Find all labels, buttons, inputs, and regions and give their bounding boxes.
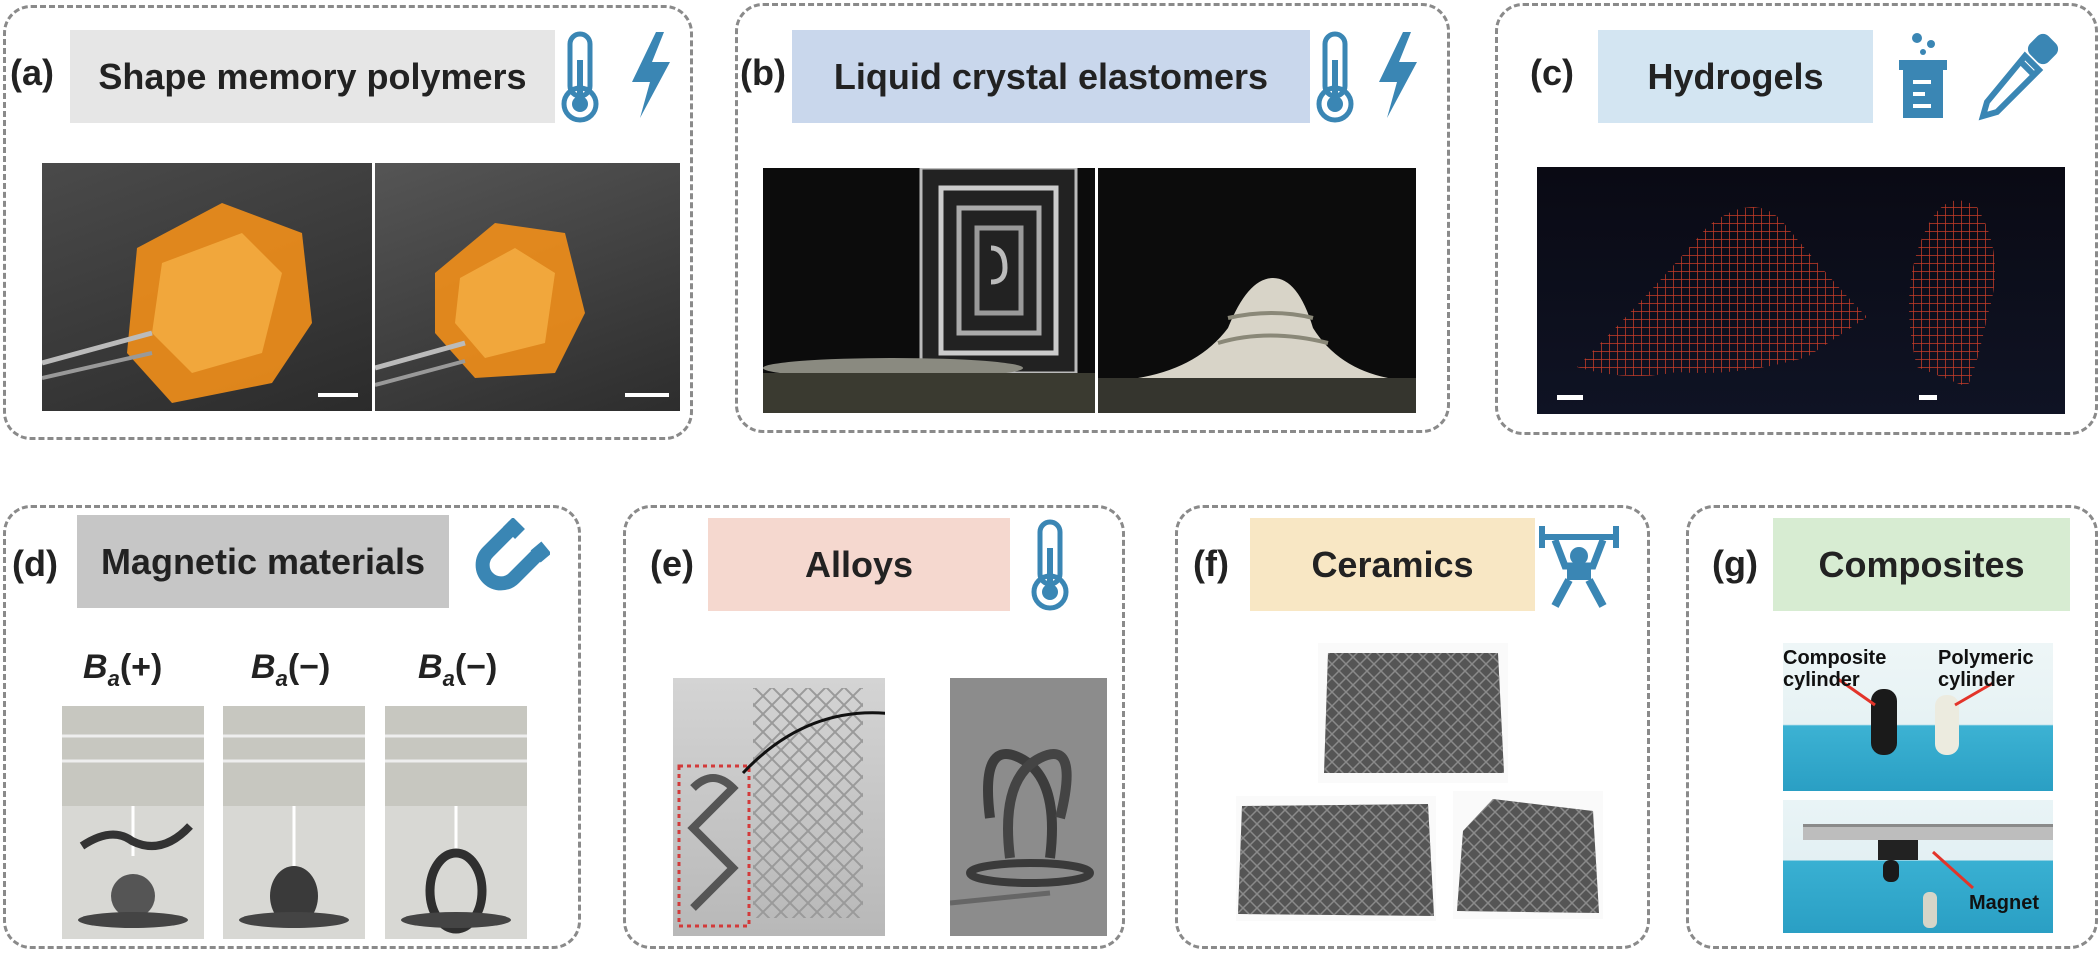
panel-composites [1686,505,2098,949]
panel-label-b: (b) [740,52,786,93]
photo-ceramic-3 [1453,791,1603,919]
dropper-icon [1978,33,2059,121]
title-magnetic-materials: Magnetic materials [77,515,449,608]
thermometer-icon [561,31,599,123]
title-composites: Composites [1773,518,2070,611]
lightning-icon [632,32,670,118]
photo-ceramic-2 [1236,796,1436,921]
panel-magnetic-materials [3,505,581,949]
panel-label-f: (f) [1193,543,1229,584]
magnet-icon [475,518,550,591]
photo-magnetic-3 [385,706,527,939]
annotation-composite-cylinder: Composite cylinder [1783,647,1887,691]
annotation-magnet: Magnet [1969,892,2039,914]
panel-label-g: (g) [1712,543,1758,584]
panel-label-c: (c) [1530,52,1574,93]
title-alloys: Alloys [708,518,1010,611]
panel-liquid-crystal-elastomers [735,3,1450,433]
photo-lce-cone [1098,168,1416,413]
thermometer-icon [1316,31,1354,123]
photo-alloy-lattice [673,678,885,936]
photo-magnetic-2 [223,706,365,939]
thermometer-icon [1031,519,1069,611]
photo-magnetic-1 [62,706,204,939]
panel-ceramics [1175,505,1650,949]
title-liquid-crystal-elastomers: Liquid crystal elastomers [792,30,1310,123]
photo-alloy-spring [950,678,1107,936]
photo-composite-cylinders: Composite cylinder Polymeric cylinder [1783,643,2053,791]
panel-label-d: (d) [12,543,58,584]
photo-hydrogel-mesh [1537,167,2065,414]
photo-smp-before [42,163,372,411]
panel-hydrogels [1495,3,2098,435]
field-label-3: Ba(−) [418,648,498,691]
panel-label-e: (e) [650,543,694,584]
field-label-2: Ba(−) [251,648,331,691]
photo-smp-after [375,163,680,411]
photo-lce-flat [763,168,1095,413]
photo-ceramic-1 [1318,643,1508,783]
photo-composite-magnet: Magnet [1783,800,2053,933]
title-hydrogels: Hydrogels [1598,30,1873,123]
panel-alloys [623,505,1125,949]
panel-shape-memory-polymers [3,5,693,440]
panel-label-a: (a) [10,52,54,93]
title-ceramics: Ceramics [1250,518,1535,611]
lightning-icon [1379,32,1417,118]
field-label-1: Ba(+) [83,648,163,691]
title-shape-memory-polymers: Shape memory polymers [70,30,555,123]
weightlifter-icon [1539,526,1619,608]
beaker-icon [1899,33,1947,118]
annotation-polymeric-cylinder: Polymeric cylinder [1938,647,2034,691]
